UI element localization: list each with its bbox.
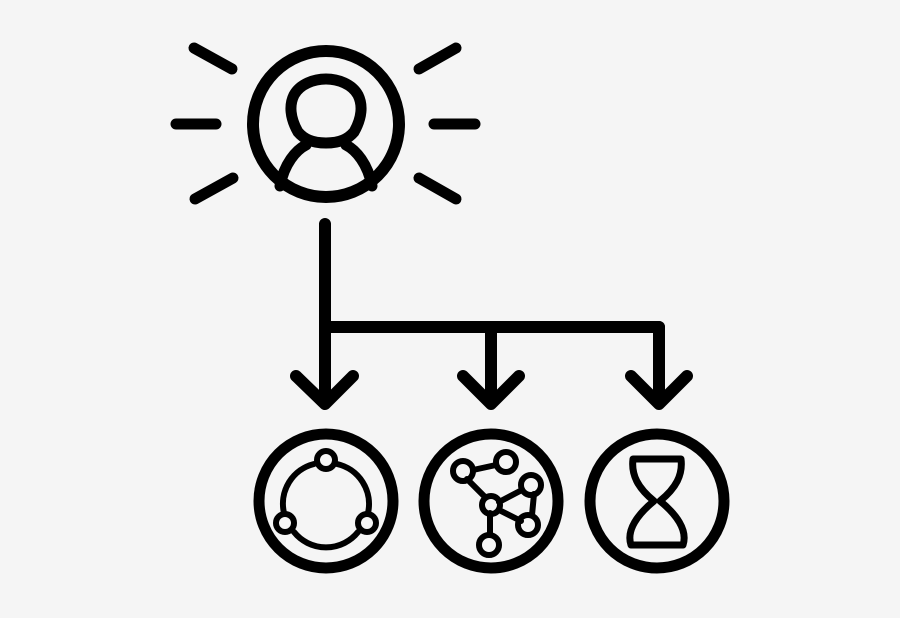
root-circle bbox=[247, 45, 405, 203]
child-node-hourglass bbox=[584, 428, 730, 574]
arrow-right bbox=[625, 321, 693, 410]
network-edge bbox=[496, 488, 523, 505]
child-circle-hourglass bbox=[584, 428, 730, 574]
network-edge bbox=[464, 476, 488, 500]
cycle-nodes-icon bbox=[273, 448, 379, 551]
network-node bbox=[476, 532, 502, 558]
child-circle-network bbox=[418, 428, 564, 574]
arrow-left bbox=[290, 321, 359, 410]
arrow-middle-head bbox=[457, 370, 525, 410]
cycle-arc-bottom bbox=[291, 529, 361, 551]
ray-right-lower bbox=[413, 172, 462, 205]
cycle-node-left bbox=[273, 511, 297, 535]
network-graph-icon bbox=[450, 449, 544, 558]
arrow-left-head bbox=[290, 370, 359, 410]
hourglass-icon bbox=[626, 455, 688, 549]
network-node bbox=[518, 472, 544, 498]
trunk-and-branch bbox=[319, 218, 665, 333]
cycle-node-right bbox=[355, 511, 379, 535]
user-icon bbox=[274, 73, 378, 192]
network-node bbox=[450, 458, 476, 484]
network-node bbox=[515, 512, 541, 538]
cycle-arc-top-right bbox=[334, 461, 372, 516]
ray-left-upper bbox=[188, 42, 238, 75]
user-head bbox=[285, 73, 367, 149]
network-edge bbox=[470, 462, 499, 473]
arrow-middle bbox=[457, 321, 525, 410]
arrow-right-head bbox=[625, 370, 693, 410]
rays bbox=[170, 42, 481, 205]
connector-tree bbox=[290, 218, 693, 410]
user-shoulders bbox=[274, 139, 378, 192]
ray-left-lower bbox=[189, 172, 239, 205]
network-node bbox=[493, 449, 519, 475]
network-node bbox=[479, 493, 503, 517]
root-node bbox=[170, 42, 481, 205]
child-circle-cycle bbox=[253, 428, 399, 574]
cycle-arc-left bbox=[279, 461, 317, 516]
ray-right-upper bbox=[413, 42, 462, 75]
child-node-cycle bbox=[253, 428, 399, 574]
cycle-node-top bbox=[314, 448, 338, 472]
child-node-network bbox=[418, 428, 564, 574]
